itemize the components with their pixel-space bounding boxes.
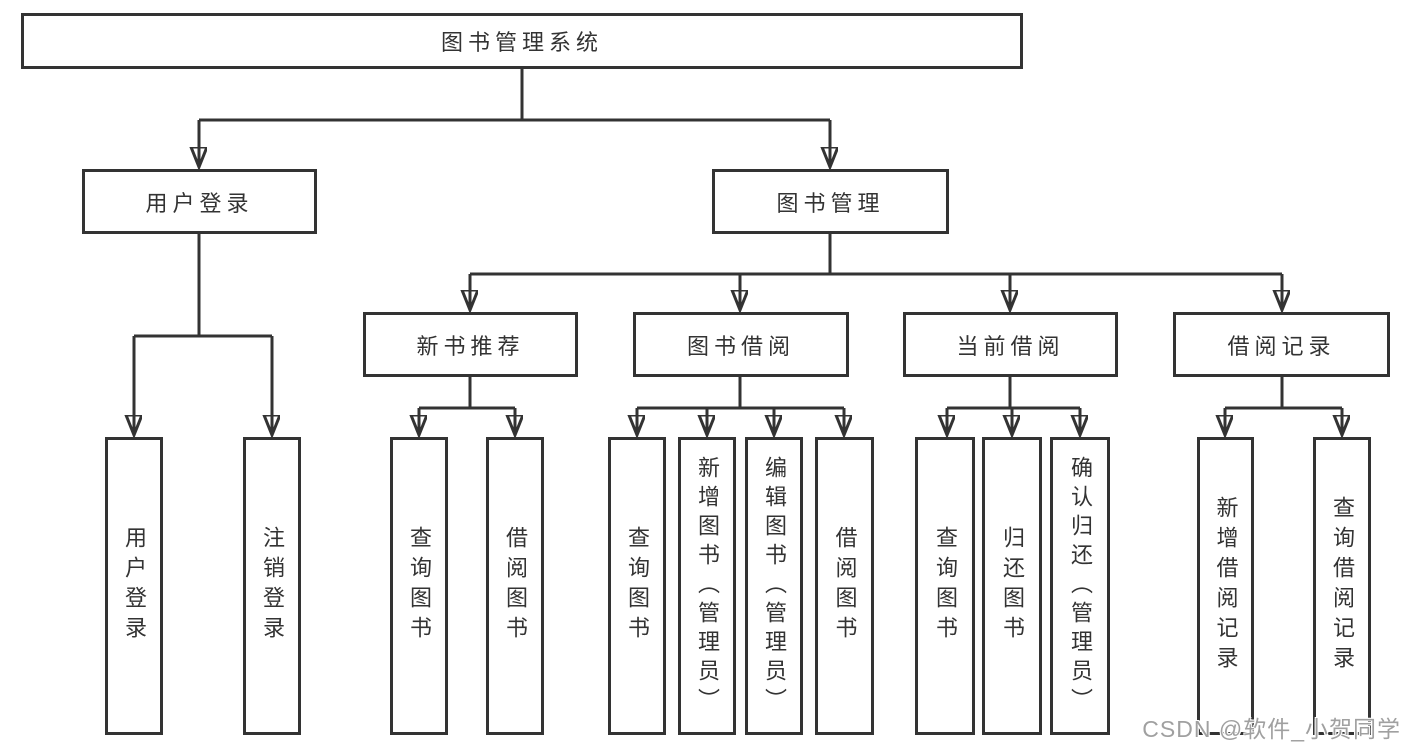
node-leaf-query-books-current: 查询图书 bbox=[915, 437, 975, 735]
connector-borrow-record-children bbox=[1225, 377, 1342, 435]
connector-current-borrow-children bbox=[947, 377, 1080, 435]
node-leaf-confirm-return-admin: 确认归还（管理员） bbox=[1050, 437, 1110, 735]
connector-new-book-recommend-children bbox=[419, 377, 515, 435]
node-leaf-borrow-books: 借阅图书 bbox=[815, 437, 874, 735]
node-new-book-recommend: 新书推荐 bbox=[363, 312, 578, 377]
node-leaf-add-borrow-record: 新增借阅记录 bbox=[1197, 437, 1254, 735]
node-leaf-user-login: 用户登录 bbox=[105, 437, 163, 735]
node-leaf-add-books-admin: 新增图书（管理员） bbox=[678, 437, 736, 735]
node-current-borrow: 当前借阅 bbox=[903, 312, 1118, 377]
connector-book-management-children bbox=[470, 233, 1282, 310]
connector-user-login-children bbox=[134, 233, 272, 435]
node-book-management: 图书管理 bbox=[712, 169, 949, 234]
node-leaf-query-books-borrow: 查询图书 bbox=[608, 437, 666, 735]
node-book-borrow: 图书借阅 bbox=[633, 312, 849, 377]
connector-book-borrow-children bbox=[637, 377, 844, 435]
node-leaf-logout: 注销登录 bbox=[243, 437, 301, 735]
node-leaf-edit-books-admin: 编辑图书（管理员） bbox=[745, 437, 803, 735]
node-leaf-borrow-books-recommend: 借阅图书 bbox=[486, 437, 544, 735]
node-leaf-query-borrow-record: 查询借阅记录 bbox=[1313, 437, 1371, 735]
node-leaf-return-books: 归还图书 bbox=[982, 437, 1042, 735]
node-borrow-record: 借阅记录 bbox=[1173, 312, 1390, 377]
node-library-management-system: 图书管理系统 bbox=[21, 13, 1023, 69]
node-user-login: 用户登录 bbox=[82, 169, 317, 234]
csdn-watermark: CSDN @软件_小贺同学 bbox=[1142, 716, 1401, 742]
connector-root-to-level2 bbox=[199, 68, 830, 167]
node-leaf-query-books-recommend: 查询图书 bbox=[390, 437, 448, 735]
